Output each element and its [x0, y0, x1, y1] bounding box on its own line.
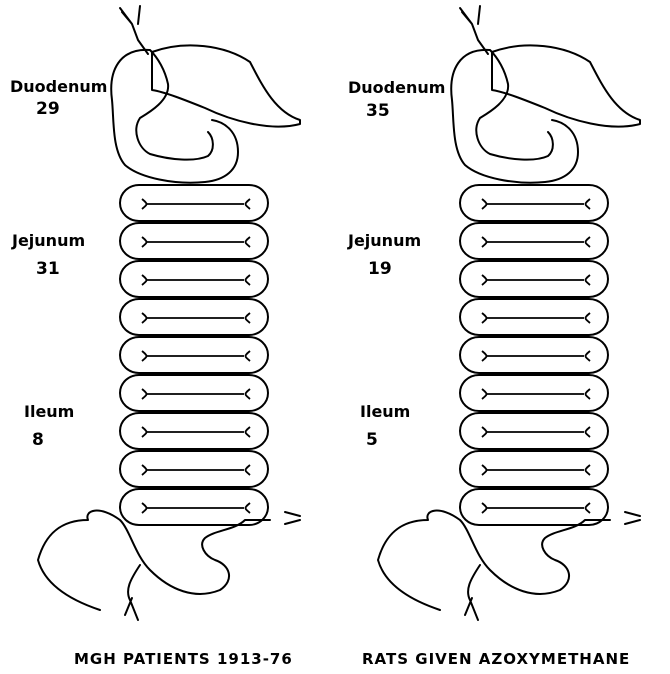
- stomach-outline: [152, 45, 300, 126]
- ileum-count-right: 5: [366, 431, 378, 449]
- duodenum-count-right: 35: [366, 102, 390, 120]
- jejunum-label-right: Jejunum: [348, 232, 421, 250]
- jejunum-label-left: Jejunum: [12, 232, 85, 250]
- panel-left-drawing: [38, 6, 300, 620]
- ileum-label-right: Ileum: [360, 403, 410, 421]
- duodenum-outline: [451, 50, 578, 183]
- bile-duct-lines: [460, 6, 488, 54]
- ileum-count-left: 8: [32, 431, 44, 449]
- ileum-label-left: Ileum: [24, 403, 74, 421]
- stomach-outline: [492, 45, 640, 126]
- duodenum-label-left: Duodenum: [10, 78, 107, 96]
- ileum-colon-outline: [378, 511, 640, 620]
- caption-left: MGH PATIENTS 1913-76: [74, 650, 293, 668]
- bile-duct-lines: [120, 6, 148, 54]
- ileum-colon-outline: [38, 511, 300, 620]
- duodenum-outline: [111, 50, 238, 183]
- jejunum-count-left: 31: [36, 260, 60, 278]
- duodenum-count-left: 29: [36, 100, 60, 118]
- coils-group: [460, 185, 608, 525]
- panel-right-drawing: [378, 6, 640, 620]
- caption-right: RATS GIVEN AZOXYMETHANE: [362, 650, 630, 668]
- coils-group: [120, 185, 268, 525]
- duodenum-label-right: Duodenum: [348, 79, 445, 97]
- jejunum-count-right: 19: [368, 260, 392, 278]
